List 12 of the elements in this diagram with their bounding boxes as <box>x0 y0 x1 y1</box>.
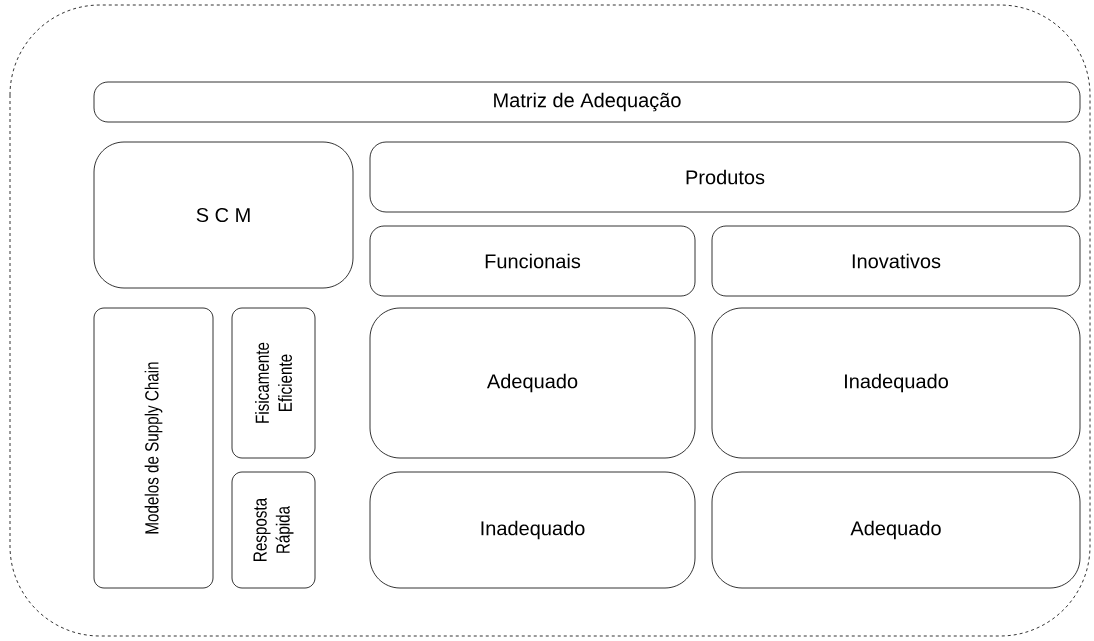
matrix-box: S C M <box>93 141 354 289</box>
matrix-box: Funcionais <box>369 225 696 297</box>
matrix-box: Inovativos <box>711 225 1081 297</box>
matrix-box: Modelos de Supply Chain <box>93 307 214 589</box>
matrix-box: Inadequado <box>711 307 1081 459</box>
matrix-box: Resposta Rápida <box>231 471 316 589</box>
matrix-box: Adequado <box>369 307 696 459</box>
matrix-box: Produtos <box>369 141 1081 213</box>
matrix-box: Matriz de Adequação <box>93 81 1081 123</box>
matrix-box: Inadequado <box>369 471 696 589</box>
matrix-box: Fisicamente Eficiente <box>231 307 316 459</box>
matrix-box: Adequado <box>711 471 1081 589</box>
